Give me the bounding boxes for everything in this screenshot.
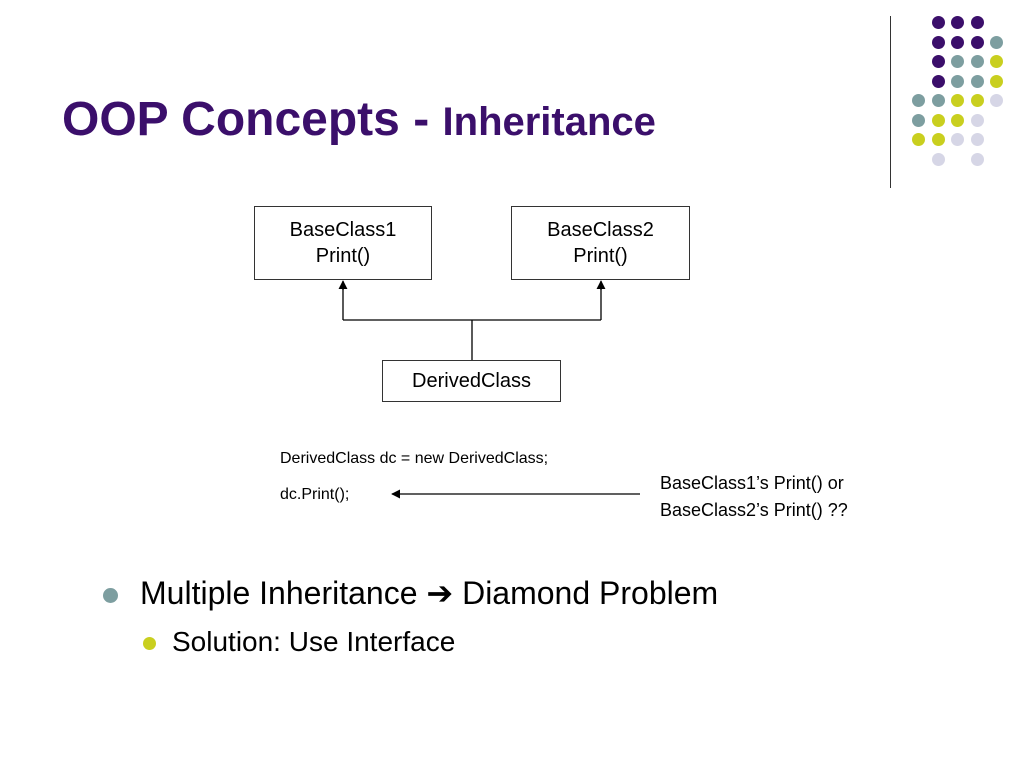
decorative-dot [931,55,945,68]
base-class-1-name: BaseClass1 [289,219,397,241]
bullet-dot-icon [103,588,118,603]
decorative-dot [951,74,964,88]
base-class-1-method: Print() [315,245,371,267]
derived-class-name: DerivedClass [412,370,531,392]
base-class-1-box: BaseClass1 Print() [254,206,432,280]
ambiguity-note-line-1: BaseClass1’s Print() or [660,473,844,493]
decorative-dot [931,74,945,88]
decorative-dot [970,55,984,68]
decorative-dot [990,74,1003,88]
code-line-2: dc.Print(); [280,486,350,503]
derived-class-box: DerivedClass [382,360,561,402]
bullet-level-1: Multiple Inheritance ➔ Diamond Problem [140,574,718,612]
decorative-dot [931,35,945,49]
decorative-dot [990,94,1003,107]
decorative-dot [970,16,984,29]
decorative-dot [912,94,925,107]
decorative-dot [990,55,1003,68]
title-main-text: OOP Concepts - [62,93,443,146]
slide-title: OOP Concepts - Inheritance [62,92,656,147]
right-arrow-icon: ➔ [426,575,454,611]
decorative-dot [951,94,964,107]
ambiguity-note: BaseClass1’s Print() or BaseClass2’s Pri… [660,470,848,524]
decorative-dot [951,55,964,68]
decorative-dot [931,133,945,146]
decorative-dot [931,113,945,127]
decorative-dot [931,94,945,107]
decorative-dot [970,35,984,49]
title-sub-text: Inheritance [442,100,656,144]
bullet-level-1-text-before: Multiple Inheritance [140,575,427,611]
decorative-dot [912,133,925,146]
bullet-level-1-text-after: Diamond Problem [453,575,719,611]
decorative-vertical-line [890,16,891,188]
decorative-dot [970,113,984,127]
base-class-2-method: Print() [573,245,628,267]
decorative-dot [970,133,984,146]
decorative-dot [951,113,964,127]
bullet-level-2: Solution: Use Interface [172,626,456,657]
base-class-2-name: BaseClass2 [547,219,654,241]
decorative-dot [970,152,984,166]
decorative-dot [970,74,984,88]
code-line-1: DerivedClass dc = new DerivedClass; [280,450,549,467]
decorative-dot [951,133,964,146]
decorative-dot [951,16,964,29]
inheritance-connector [342,282,602,360]
decorative-dot [951,35,964,49]
sub-bullet-dot-icon [143,637,156,650]
decorative-dot [990,35,1003,49]
decorative-dot [970,94,984,107]
base-class-2-box: BaseClass2 Print() [511,206,690,280]
decorative-dot [931,152,945,166]
decorative-dot [912,113,925,127]
ambiguity-note-line-2: BaseClass2’s Print() ?? [660,500,848,520]
decorative-dot [931,16,945,29]
